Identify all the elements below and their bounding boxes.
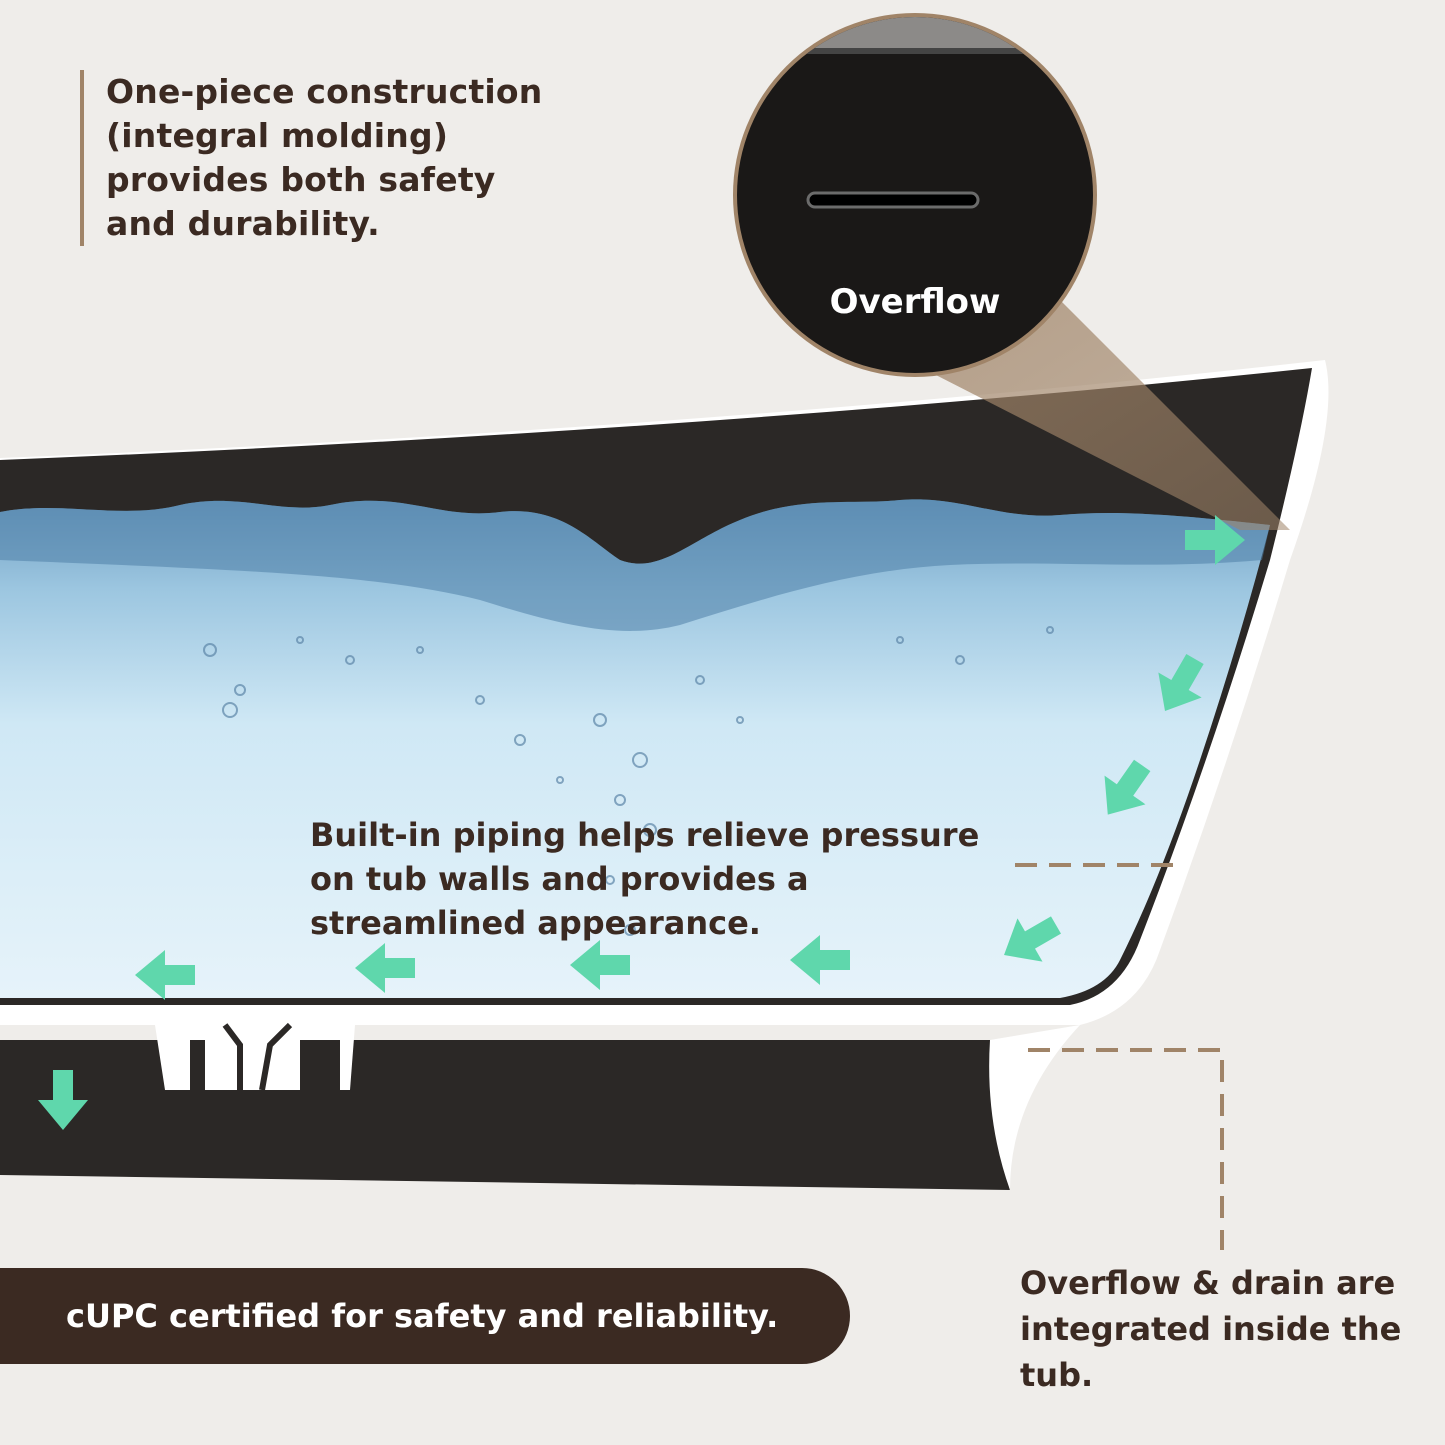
leader-line-drain xyxy=(1028,1048,1224,1250)
base-white-edge xyxy=(989,1025,1080,1190)
flow-arrow-icon xyxy=(135,950,195,1000)
bubbles xyxy=(203,626,1054,975)
drain-pipe-icon xyxy=(205,1022,300,1091)
flow-arrow-icon xyxy=(1158,654,1204,711)
flow-arrow-icon xyxy=(38,1070,88,1130)
flow-arrow-icon xyxy=(1104,759,1151,815)
flow-arrows xyxy=(38,515,1245,1130)
intro-text: One-piece construction (integral molding… xyxy=(80,70,566,246)
certification-banner xyxy=(0,1268,850,1364)
flow-arrow-icon xyxy=(790,935,850,985)
tub-base xyxy=(0,1040,1010,1190)
water-crest xyxy=(0,499,1270,631)
water xyxy=(0,499,1270,998)
flow-arrow-icon xyxy=(355,943,415,993)
overflow-slot-icon xyxy=(806,191,980,209)
overflow-zoom-circle xyxy=(733,13,1097,377)
flow-arrow-icon xyxy=(1004,916,1061,962)
certification-text: cUPC certified for safety and reliabilit… xyxy=(66,1297,779,1335)
drain-note: Overflow & drain are integrated inside t… xyxy=(1020,1264,1402,1394)
piping-note: Built-in piping helps relieve pressure o… xyxy=(310,816,980,942)
zoom-beam xyxy=(930,300,1290,530)
flow-arrow-icon xyxy=(1185,515,1245,565)
overflow-label: Overflow xyxy=(829,282,1001,322)
flow-arrow-icon xyxy=(570,940,630,990)
